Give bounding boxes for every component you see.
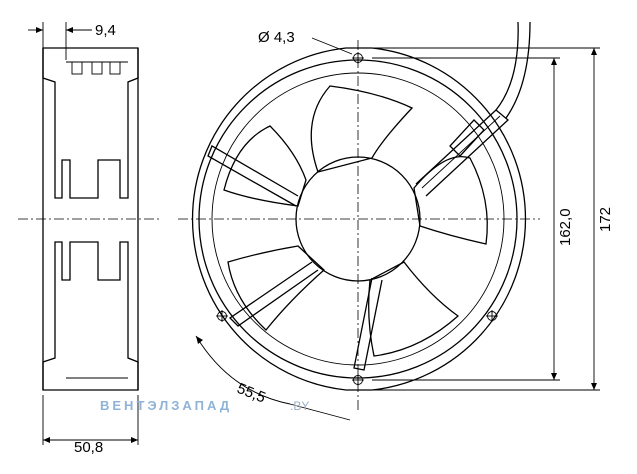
side-slot <box>71 61 83 75</box>
arrow-head <box>551 58 557 65</box>
arrow-head <box>551 373 557 380</box>
wire-channel-strut <box>415 109 509 197</box>
hole-spacing-label: 162,0 <box>557 208 574 246</box>
mounting-hole <box>486 310 498 322</box>
depth-total-label: 50,8 <box>74 439 103 456</box>
side-body-lower <box>42 241 139 391</box>
radial-label: 55,5 <box>235 380 268 407</box>
fan-blade <box>310 85 414 173</box>
mounting-hole <box>352 374 364 386</box>
fan-blade <box>223 125 307 207</box>
depth-top-label: 9,4 <box>95 22 116 39</box>
fan-hub <box>295 156 421 282</box>
arrow-head <box>36 27 43 33</box>
front-view: Ø 4,3 162,0 172 55,5 <box>178 21 614 421</box>
arrow-head <box>43 437 50 443</box>
frame-size-label: 172 <box>597 207 614 232</box>
arrow-head <box>196 336 203 344</box>
dim-arc-radial <box>195 335 291 405</box>
fan-strut-bottom-left <box>228 261 319 327</box>
arrow-head <box>66 27 73 33</box>
watermark-brand: ВЕНТЭЛЗАПАД <box>100 398 232 413</box>
hole-diameter-label: Ø 4,3 <box>258 29 295 46</box>
side-slot <box>109 61 121 75</box>
fan-blade <box>368 261 460 357</box>
wire-channel-box <box>449 119 485 157</box>
mounting-hole <box>352 52 364 64</box>
arrow-head <box>591 48 597 55</box>
hole-leader <box>311 37 353 55</box>
dim-leader-radial <box>289 403 351 421</box>
lead-wire <box>495 21 519 111</box>
watermark-domain: .BY <box>290 399 309 413</box>
arrow-head <box>591 383 597 390</box>
fan-blade <box>413 156 488 245</box>
wire-channel-inner <box>421 115 501 189</box>
fan-venturi <box>211 72 505 366</box>
arrow-head <box>131 437 138 443</box>
side-slot <box>91 61 103 75</box>
side-view: 9,4 50,8 <box>18 22 160 456</box>
fan-blade <box>227 245 325 331</box>
fan-strut-top-left <box>207 145 299 207</box>
side-body-outline <box>42 47 139 199</box>
lead-wire <box>505 21 531 119</box>
fan-strut-bottom-right <box>353 277 383 371</box>
mounting-hole <box>216 310 228 322</box>
